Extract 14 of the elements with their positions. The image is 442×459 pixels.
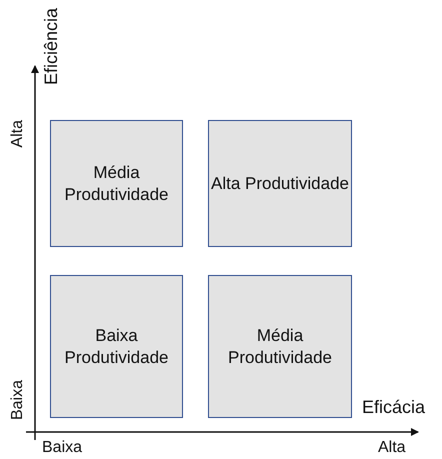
axis-tick-label: Alta [378, 440, 406, 456]
axis-title: Eficiência [42, 8, 60, 86]
quadrant-label: Média Produtividade [227, 325, 333, 368]
quadrant-label: Alta Produtividade [211, 172, 349, 194]
axis-title: Eficácia [362, 398, 426, 416]
quadrant-box [50, 120, 183, 247]
axis-tick-label: Baixa [10, 380, 26, 420]
quadrant-box [208, 275, 352, 418]
quadrant-label: Baixa Produtividade [64, 325, 170, 368]
axis-tick-label: Alta [10, 120, 26, 148]
axis-tick-label: Baixa [42, 440, 82, 456]
quadrant-box [50, 275, 183, 418]
quadrant-box [208, 120, 352, 247]
quadrant-label: Média Produtividade [64, 162, 170, 205]
